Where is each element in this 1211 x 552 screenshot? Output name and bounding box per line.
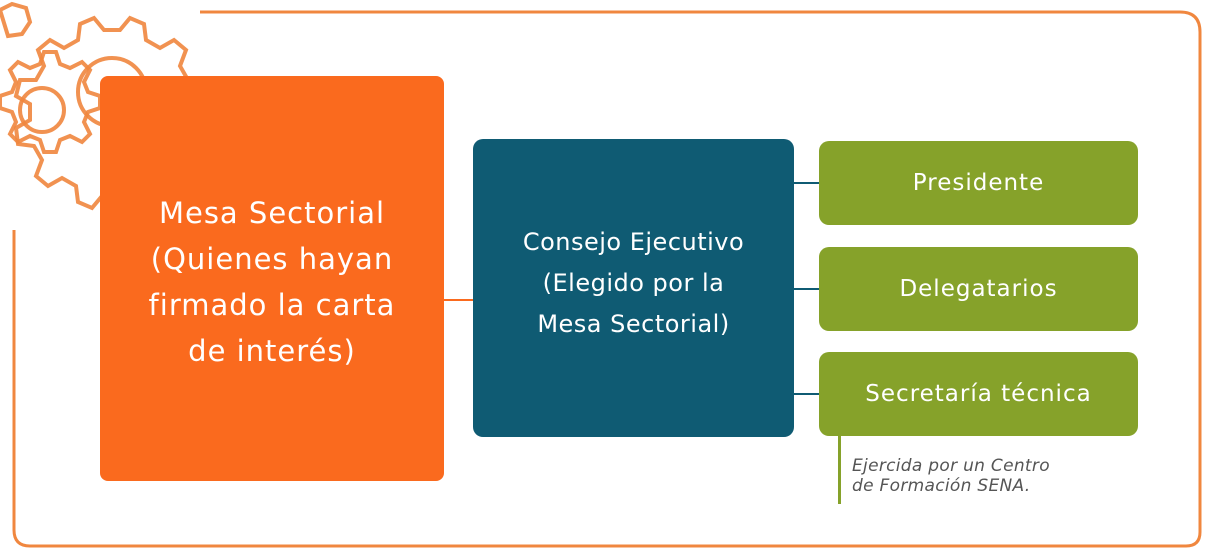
- mesa-sectorial-box: Mesa Sectorial (Quienes hayan firmado la…: [100, 76, 444, 481]
- role-secretaria-box: Secretaría técnica: [819, 352, 1138, 436]
- consejo-ejecutivo-label: Consejo Ejecutivo (Elegido por la Mesa S…: [522, 227, 745, 338]
- role-presidente-label: Presidente: [912, 170, 1045, 196]
- frame-border: [12, 10, 1202, 548]
- gear-icon-small: [0, 1, 102, 154]
- mesa-sectorial-label: Mesa Sectorial (Quienes hayan firmado la…: [148, 195, 396, 368]
- note-text: Ejercida por un Centro de Formación SENA…: [852, 456, 1050, 496]
- role-presidente-box: Presidente: [819, 141, 1138, 225]
- consejo-ejecutivo-box: Consejo Ejecutivo (Elegido por la Mesa S…: [473, 139, 794, 437]
- role-delegatarios-label: Delegatarios: [899, 276, 1058, 302]
- role-delegatarios-box: Delegatarios: [819, 247, 1138, 331]
- role-secretaria-label: Secretaría técnica: [865, 381, 1092, 407]
- note-bar: [838, 436, 841, 504]
